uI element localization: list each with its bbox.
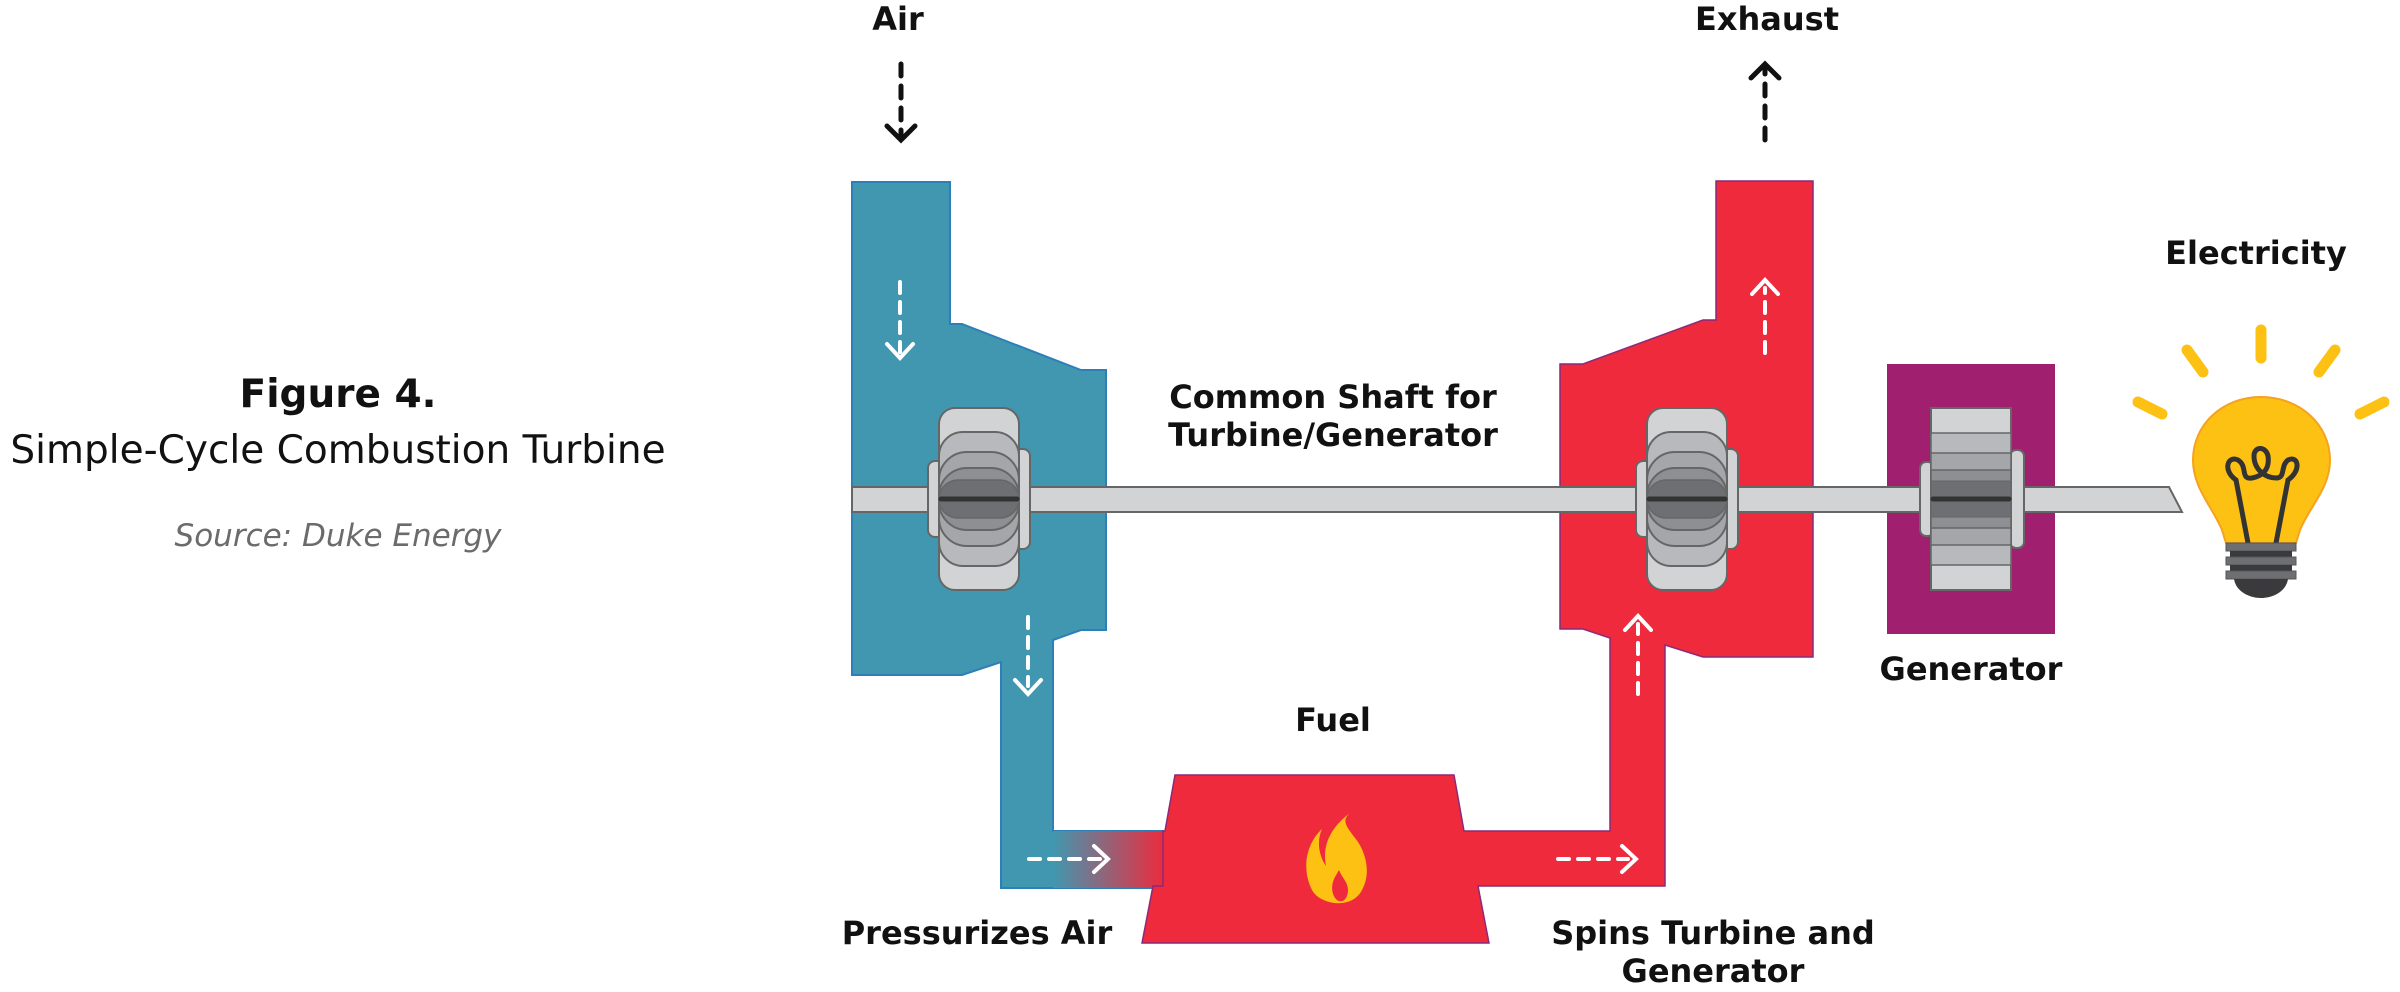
compressor-rotor — [928, 408, 1030, 590]
compressor-flow-arrow-down-2 — [1013, 615, 1043, 697]
exhaust-label: Exhaust — [1695, 0, 1839, 38]
shaft-label-line1: Common Shaft for — [1169, 378, 1497, 416]
exhaust-arrow — [1748, 60, 1782, 143]
compressor-label: Pressurizes Air — [842, 914, 1113, 952]
flame-icon — [1306, 813, 1367, 904]
figure-subtitle: Simple-Cycle Combustion Turbine — [10, 428, 666, 473]
compressor-flow-arrow-down-1 — [885, 280, 915, 361]
fuel-label: Fuel — [1295, 701, 1371, 739]
electricity-label: Electricity — [2165, 234, 2347, 272]
turbine-label-line1: Spins Turbine and — [1551, 914, 1875, 952]
turbine-label-line2: Generator — [1622, 952, 1805, 990]
lightbulb-icon — [2132, 324, 2390, 598]
turbine-flow-arrow-up-1 — [1623, 613, 1653, 696]
air-inlet-arrow — [884, 61, 918, 144]
turbine-rotor — [1636, 408, 1738, 590]
turbine-flow-arrow-right — [1556, 844, 1639, 874]
turbine-flow-arrow-up-2 — [1750, 277, 1780, 355]
figure-source: Source: Duke Energy — [174, 518, 502, 554]
figure-title: Figure 4. — [239, 372, 437, 417]
air-label: Air — [872, 0, 924, 38]
generator-label: Generator — [1880, 650, 2063, 688]
shaft-label-line2: Turbine/Generator — [1168, 416, 1498, 454]
generator-rotor — [1919, 407, 2025, 591]
compressor-flow-arrow-right — [1027, 844, 1111, 874]
combustor — [1141, 180, 1814, 944]
